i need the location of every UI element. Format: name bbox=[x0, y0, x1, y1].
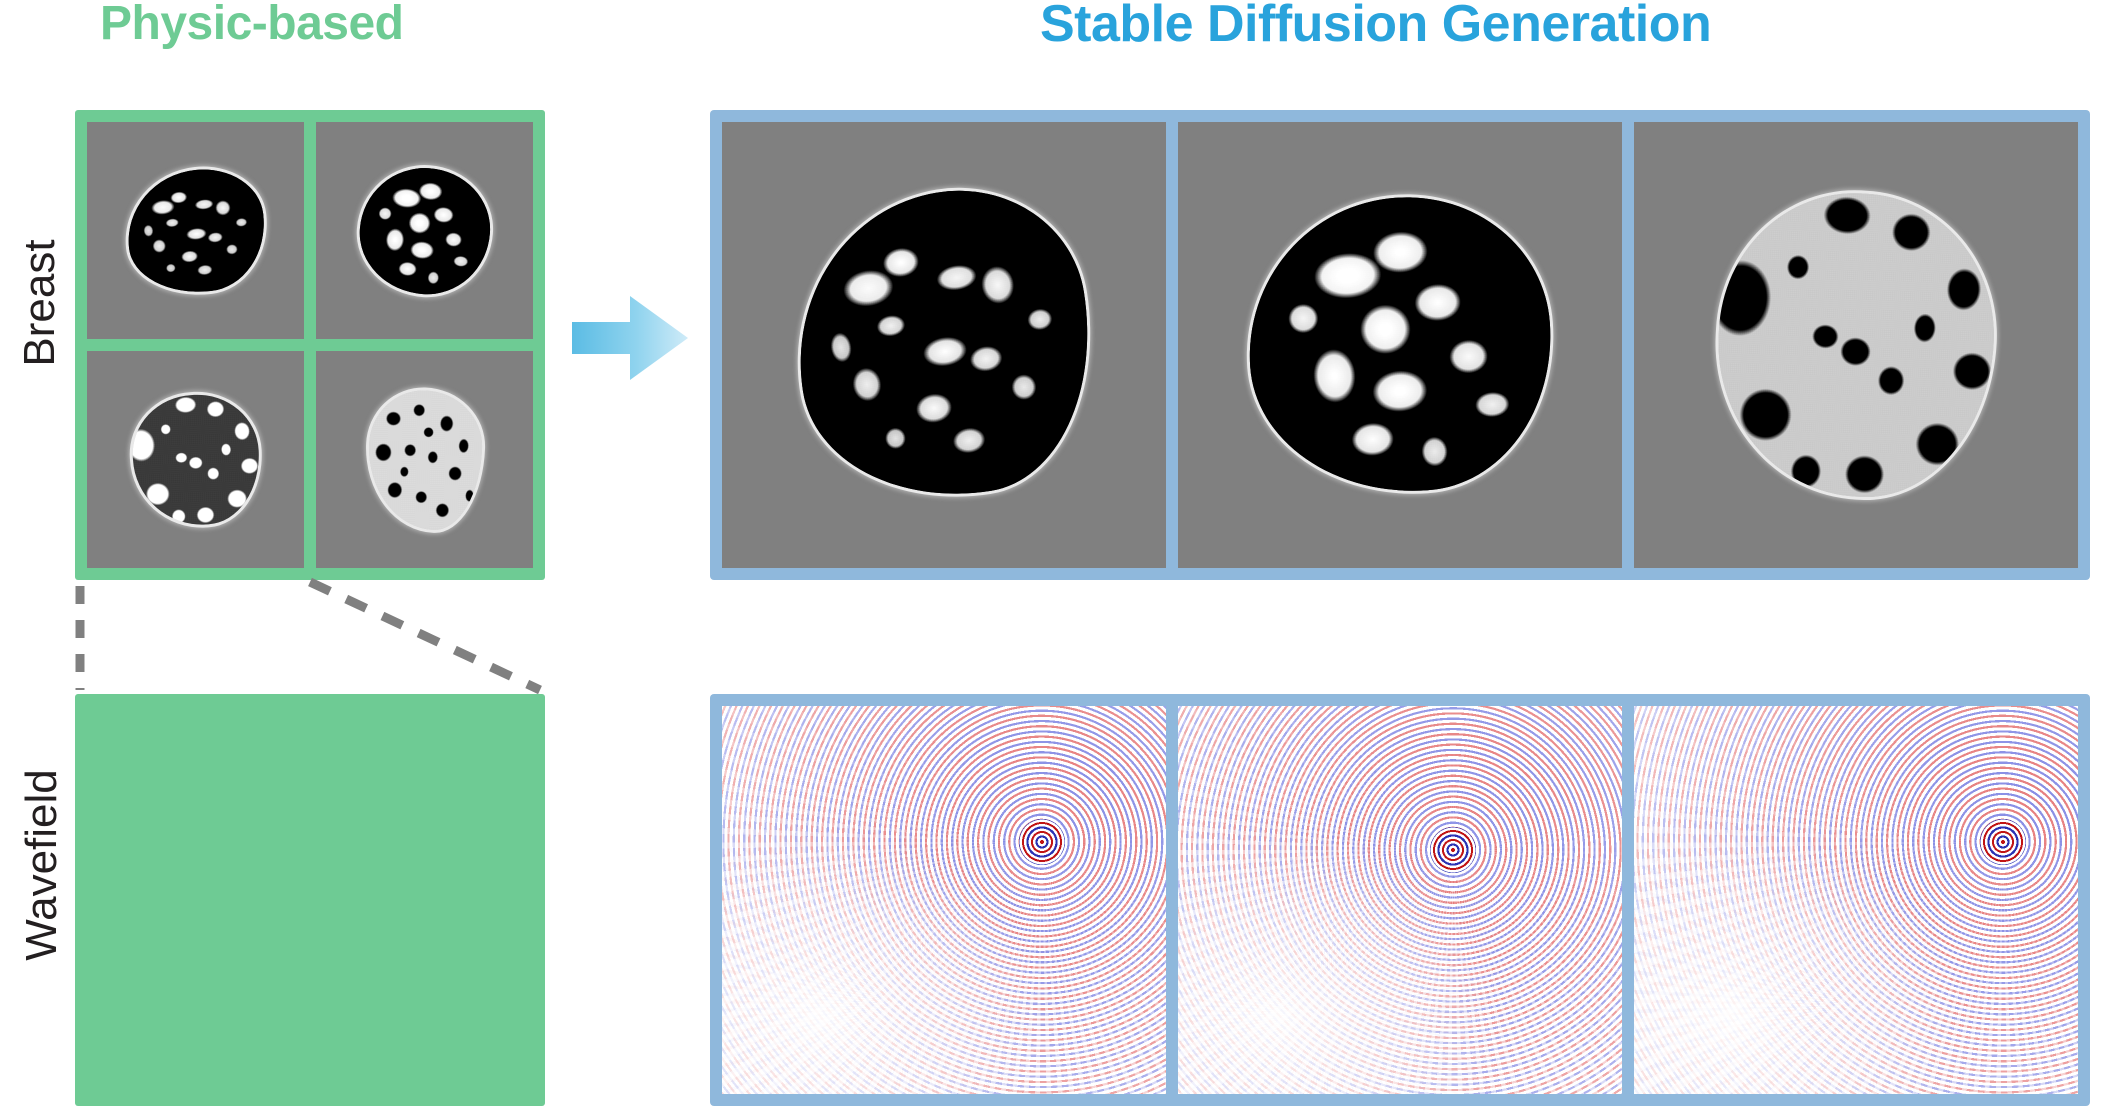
transition-arrow-icon bbox=[572, 296, 688, 380]
stable-diffusion-breast-row bbox=[710, 110, 2090, 580]
breast-phantom-image bbox=[355, 163, 494, 298]
wavefield-image bbox=[1178, 706, 1622, 1094]
row-label-breast: Breast bbox=[15, 239, 64, 367]
physic-breast-cell-2[interactable] bbox=[316, 122, 533, 339]
sd-wavefield-cell-2[interactable] bbox=[1178, 706, 1622, 1094]
sd-wavefield-cell-1[interactable] bbox=[722, 706, 1166, 1094]
breast-phantom-image bbox=[1710, 186, 2002, 504]
breast-phantom-image bbox=[775, 172, 1113, 518]
connector-right bbox=[308, 577, 542, 695]
sd-breast-cell-1[interactable] bbox=[722, 122, 1166, 568]
wavefield-image bbox=[722, 706, 1166, 1094]
sd-breast-cell-2[interactable] bbox=[1178, 122, 1622, 568]
breast-phantom-image bbox=[1239, 187, 1561, 503]
wavefield-image bbox=[1634, 706, 2078, 1094]
breast-phantom-image bbox=[365, 388, 484, 531]
sd-breast-cell-3[interactable] bbox=[1634, 122, 2078, 568]
physic-based-wavefield-panel bbox=[75, 694, 545, 1106]
stable-diffusion-wavefield-row bbox=[710, 694, 2090, 1106]
page-title-physic-based: Physic-based bbox=[100, 0, 404, 50]
physic-breast-cell-1[interactable] bbox=[87, 122, 304, 339]
physic-based-breast-grid bbox=[75, 110, 545, 580]
row-label-wavefield: Wavefield bbox=[17, 769, 66, 961]
breast-phantom-image bbox=[121, 162, 270, 299]
physic-breast-cell-3[interactable] bbox=[87, 351, 304, 568]
page-title-stable-diffusion: Stable Diffusion Generation bbox=[1040, 0, 1712, 53]
sd-wavefield-cell-3[interactable] bbox=[1634, 706, 2078, 1094]
breast-phantom-image bbox=[129, 391, 262, 528]
physic-breast-cell-4[interactable] bbox=[316, 351, 533, 568]
